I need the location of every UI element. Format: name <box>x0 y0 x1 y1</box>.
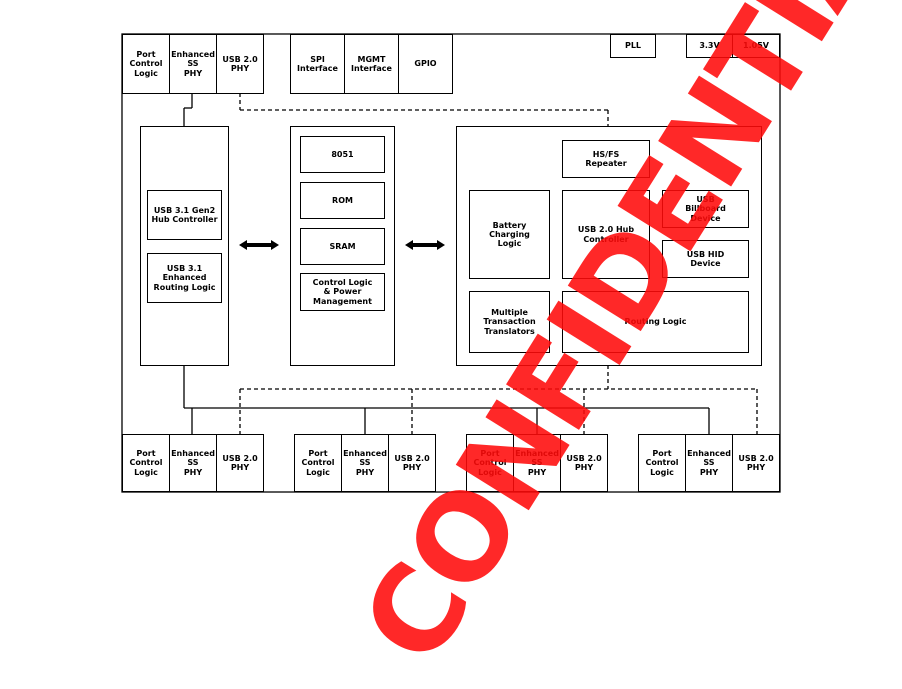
usb2-phy: USB 2.0 PHY <box>560 434 608 492</box>
top-usb2-phy: USB 2.0 PHY <box>216 34 264 94</box>
control-power-management: Control Logic & Power Management <box>300 273 385 311</box>
block-diagram: Port Control Logic Enhanced SS PHY USB 2… <box>121 0 902 686</box>
usb-hid-device: USB HID Device <box>662 240 749 278</box>
usb31-routing-logic: USB 3.1 Enhanced Routing Logic <box>147 253 222 303</box>
sram-block: SRAM <box>300 228 385 265</box>
usb20-hub-controller: USB 2.0 Hub Controller <box>562 190 650 279</box>
enhanced-ss-phy: Enhanced SS PHY <box>341 434 389 492</box>
hs-fs-repeater: HS/FS Repeater <box>562 140 650 178</box>
gpio-interface: GPIO <box>398 34 453 94</box>
usb2-phy: USB 2.0 PHY <box>732 434 780 492</box>
port-control-logic: Port Control Logic <box>466 434 514 492</box>
supply-1v05: 1.05V <box>732 34 780 58</box>
rom-block: ROM <box>300 182 385 219</box>
enhanced-ss-phy: Enhanced SS PHY <box>169 434 217 492</box>
port-control-logic: Port Control Logic <box>294 434 342 492</box>
bidirectional-arrow-right <box>405 240 445 250</box>
port-control-logic: Port Control Logic <box>638 434 686 492</box>
top-port-control-logic: Port Control Logic <box>122 34 170 94</box>
mgmt-interface: MGMT Interface <box>344 34 399 94</box>
supply-3v3: 3.3V <box>686 34 733 58</box>
multiple-transaction-translators: Multiple Transaction Translators <box>469 291 550 353</box>
top-enhanced-ss-phy: Enhanced SS PHY <box>169 34 217 94</box>
connector-lines <box>121 33 781 493</box>
battery-charging-logic: Battery Charging Logic <box>469 190 550 279</box>
usb2-phy: USB 2.0 PHY <box>216 434 264 492</box>
spi-interface: SPI Interface <box>290 34 345 94</box>
usb31-hub-controller: USB 3.1 Gen2 Hub Controller <box>147 190 222 240</box>
enhanced-ss-phy: Enhanced SS PHY <box>513 434 561 492</box>
usb20-hub-block <box>456 126 762 366</box>
usb20-routing-logic: Routing Logic <box>562 291 749 353</box>
usb31-hub-block <box>140 126 229 366</box>
pll-block: PLL <box>610 34 656 58</box>
cpu-8051: 8051 <box>300 136 385 173</box>
enhanced-ss-phy: Enhanced SS PHY <box>685 434 733 492</box>
usb-billboard-device: USB Billboard Device <box>662 190 749 228</box>
bidirectional-arrow-left <box>239 240 279 250</box>
port-control-logic: Port Control Logic <box>122 434 170 492</box>
mcu-block <box>290 126 395 366</box>
usb2-phy: USB 2.0 PHY <box>388 434 436 492</box>
